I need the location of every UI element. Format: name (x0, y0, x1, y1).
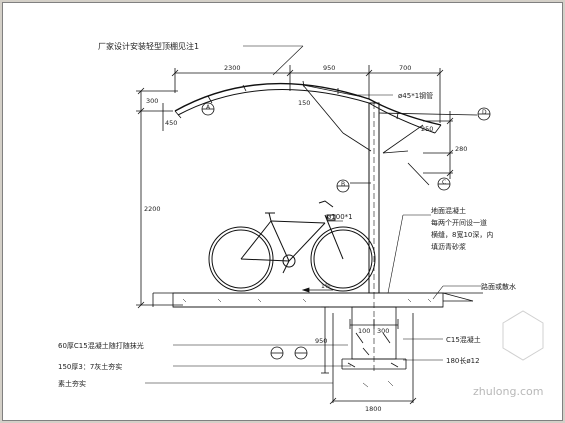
watermark: zhulong.com (473, 310, 544, 398)
section-markers (201, 102, 491, 360)
dim-300-footing: 300 (377, 327, 389, 335)
canopy-truss (302, 84, 424, 154)
dim-450: 450 (165, 119, 177, 127)
right-dimension-lines (423, 111, 454, 179)
bicycle-shed-section-diagram: zhulong.com 厂家设计安装轻型顶棚见注1 ø45*1钢管 ø100*1… (58, 41, 544, 413)
ground-note-line-4: 填沥青砂浆 (431, 242, 466, 251)
dim-300: 300 (146, 97, 158, 105)
leader-lines (145, 45, 481, 384)
dim-1800: 1800 (365, 405, 382, 413)
ground-note-line-1: 地面混凝土 (431, 206, 466, 215)
left-note-lime-soil: 150厚3：7灰土夯实 (58, 362, 122, 371)
watermark-text: zhulong.com (473, 385, 543, 398)
soil-hatch (182, 298, 432, 388)
left-dimension-lines (136, 87, 183, 309)
marker-c-label: C (442, 179, 446, 186)
dim-700: 700 (399, 64, 411, 72)
ground-slab (152, 287, 483, 308)
note-top-label: 厂家设计安装轻型顶棚见注1 (98, 41, 199, 51)
slope-label: 1% (321, 283, 331, 290)
dim-950: 950 (323, 64, 335, 72)
dim-2200: 2200 (144, 205, 161, 213)
dim-2300: 2300 (224, 64, 241, 72)
marker-a-label: A (206, 104, 211, 111)
dim-100: 100 (358, 327, 370, 335)
marker-b-label: B (341, 181, 345, 188)
dim-950-depth: 950 (315, 337, 327, 345)
ground-note-line-3: 横缝，8宽10深，内 (431, 230, 493, 239)
left-note-plain-soil: 素土夯实 (58, 379, 86, 388)
dim-280: 280 (455, 145, 467, 153)
marker-d-label: D (482, 109, 487, 116)
post-label: ø100*1 (327, 213, 353, 221)
concrete-footing (321, 306, 417, 405)
left-note-slab: 60厚C15混凝土随打随抹光 (58, 341, 144, 350)
bicycle (208, 200, 376, 292)
top-dimension-line (171, 65, 444, 123)
canopy-roof (174, 80, 442, 134)
pipe-label: ø45*1钢管 (398, 91, 433, 100)
road-label: 路面或散水 (481, 282, 516, 291)
dim-150: 150 (298, 99, 310, 107)
footing-concrete-label: C15混凝土 (446, 335, 481, 344)
ground-note-line-2: 每两个开间设一道 (431, 218, 487, 227)
footing-rebar-label: 180长ø12 (446, 356, 480, 365)
dim-250: 250 (421, 125, 433, 133)
